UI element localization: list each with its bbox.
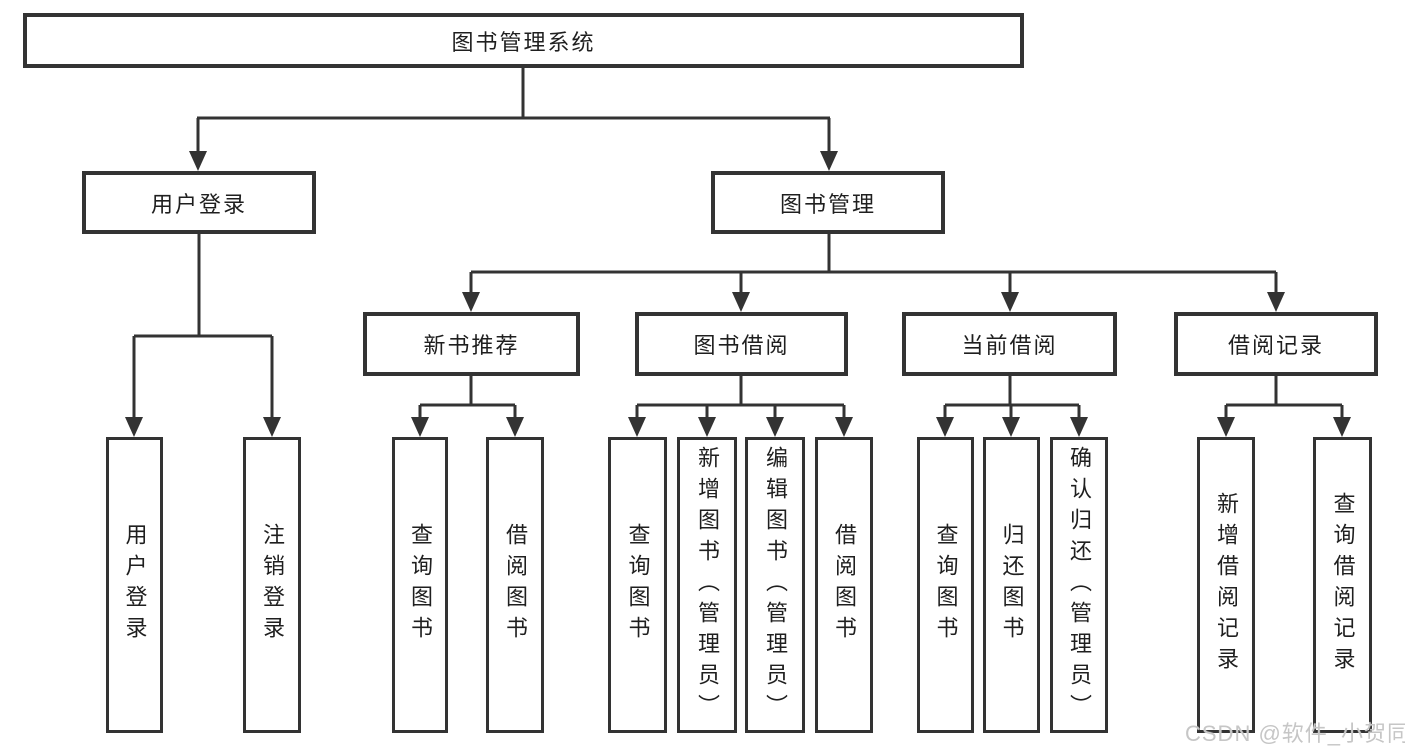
connector-records-to-leaves xyxy=(1217,376,1351,437)
arrowhead xyxy=(263,417,281,437)
arrowhead xyxy=(1070,417,1088,437)
node-book-management-label: 图书管理 xyxy=(779,191,876,217)
leaf-logout: 注销登录 xyxy=(243,437,301,733)
leaf-newbook-borrow-books: 借阅图书 xyxy=(486,437,544,733)
leaf-user-login: 用户登录 xyxy=(106,437,163,733)
leaf-borrow-edit-books-admin: 编辑图书（管理员） xyxy=(745,437,805,733)
leaf-current-return-books: 归还图书 xyxy=(983,437,1040,733)
connector-line xyxy=(196,68,831,160)
node-current-borrow: 当前借阅 xyxy=(902,312,1117,376)
leaf-current-query-books: 查询图书 xyxy=(917,437,974,733)
connector-current-to-leaves xyxy=(936,376,1088,437)
arrowhead xyxy=(189,151,207,171)
leaf-borrow-edit-books-admin-label: 编辑图书（管理员） xyxy=(763,445,788,725)
leaf-borrow-add-books-admin-label: 新增图书（管理员） xyxy=(695,445,720,725)
leaf-records-add-record-label: 新增借阅记录 xyxy=(1214,492,1239,678)
node-current-borrow-label: 当前借阅 xyxy=(961,333,1058,358)
node-root-label: 图书管理系统 xyxy=(451,29,596,55)
leaf-user-login-label: 用户登录 xyxy=(122,523,148,647)
arrowhead xyxy=(125,417,143,437)
leaf-newbook-query-books: 查询图书 xyxy=(392,437,448,733)
arrowhead xyxy=(820,151,838,171)
leaf-borrow-add-books-admin: 新增图书（管理员） xyxy=(677,437,737,733)
connector-line xyxy=(132,233,274,425)
connector-borrow-to-leaves xyxy=(628,376,853,437)
leaf-records-query-record-label: 查询借阅记录 xyxy=(1330,492,1356,678)
arrowhead xyxy=(1333,417,1351,437)
node-book-borrow: 图书借阅 xyxy=(635,312,848,376)
connector-line xyxy=(943,376,1081,425)
node-book-management: 图书管理 xyxy=(711,171,945,234)
node-user-login-label: 用户登录 xyxy=(150,191,247,217)
node-new-book-recommend: 新书推荐 xyxy=(363,312,580,376)
leaf-newbook-query-books-label: 查询图书 xyxy=(408,523,433,647)
connector-newbook-to-leaves xyxy=(411,376,524,437)
connector-line xyxy=(418,376,517,425)
leaf-current-confirm-return-admin-label: 确认归还（管理员） xyxy=(1067,445,1092,725)
connector-mgmt-to-level3 xyxy=(462,233,1285,312)
arrowhead xyxy=(1217,417,1235,437)
arrowhead xyxy=(1267,292,1285,312)
arrowhead xyxy=(462,292,480,312)
arrowhead xyxy=(628,417,646,437)
connector-line xyxy=(1224,376,1344,425)
arrowhead xyxy=(698,417,716,437)
arrowhead xyxy=(766,417,784,437)
node-borrow-records: 借阅记录 xyxy=(1174,312,1378,376)
leaf-records-query-record: 查询借阅记录 xyxy=(1313,437,1372,733)
arrowhead xyxy=(506,417,524,437)
node-user-login: 用户登录 xyxy=(82,171,316,234)
leaf-current-confirm-return-admin: 确认归还（管理员） xyxy=(1050,437,1108,733)
node-borrow-records-label: 借阅记录 xyxy=(1227,333,1324,358)
leaf-logout-label: 注销登录 xyxy=(260,523,285,647)
connector-root-to-level2 xyxy=(189,68,838,171)
csdn-watermark: CSDN @软件_小贺同学 xyxy=(1185,721,1405,746)
leaf-borrow-borrow-books: 借阅图书 xyxy=(815,437,873,733)
arrowhead xyxy=(1002,417,1020,437)
arrowhead xyxy=(835,417,853,437)
leaf-records-add-record: 新增借阅记录 xyxy=(1197,437,1255,733)
connector-line xyxy=(469,233,1278,300)
leaf-borrow-borrow-books-label: 借阅图书 xyxy=(832,523,857,647)
arrowhead xyxy=(936,417,954,437)
connector-line xyxy=(635,376,846,425)
connector-login-to-leaves xyxy=(125,233,281,437)
leaf-borrow-query-books-label: 查询图书 xyxy=(625,523,651,647)
node-book-borrow-label: 图书借阅 xyxy=(693,333,790,358)
node-new-book-recommend-label: 新书推荐 xyxy=(423,333,520,358)
leaf-borrow-query-books: 查询图书 xyxy=(608,437,667,733)
leaf-current-query-books-label: 查询图书 xyxy=(933,523,959,647)
leaf-current-return-books-label: 归还图书 xyxy=(999,523,1025,647)
arrowhead xyxy=(732,292,750,312)
arrowhead xyxy=(411,417,429,437)
leaf-newbook-borrow-books-label: 借阅图书 xyxy=(503,523,528,647)
arrowhead xyxy=(1001,292,1019,312)
node-root: 图书管理系统 xyxy=(23,13,1024,68)
